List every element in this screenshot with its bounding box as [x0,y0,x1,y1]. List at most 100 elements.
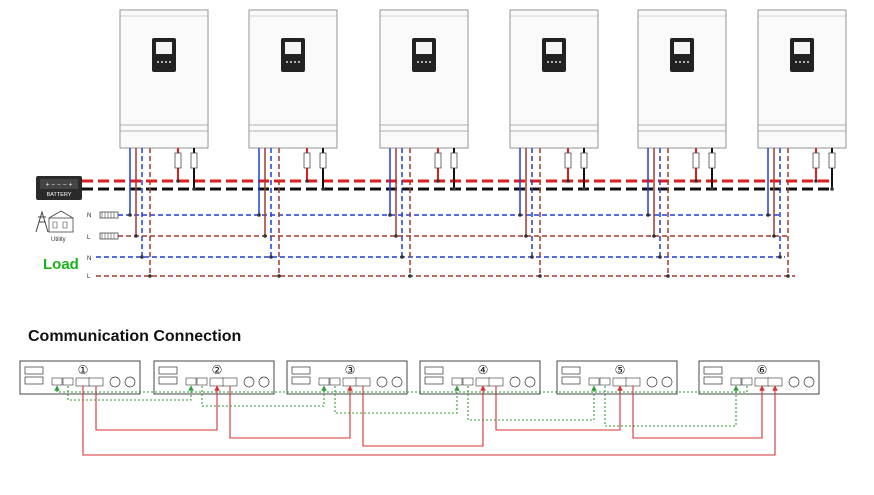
slot [561,366,581,375]
slot [424,376,444,385]
unit-number-label: ④ [478,363,489,377]
inverter-4-wiring [518,148,588,278]
parallel-cable-1-6 [82,385,778,456]
battery-label: BATTERY [47,192,72,198]
junction-dot [658,255,662,259]
inverter-body [637,9,727,149]
inverter-body [757,9,847,149]
parallel-port [355,377,371,387]
knob [524,376,536,388]
parallel-port [209,377,225,387]
junction-dot [786,274,790,278]
knob [376,376,388,388]
inverter-6 [757,9,847,149]
knob [258,376,270,388]
panel-button [294,61,296,63]
sync-port [730,377,742,386]
panel-button [157,61,159,63]
parallel-port [342,377,358,387]
panel-button [551,61,553,63]
comm-unit-4: ④ [419,360,541,395]
comm-unit-5: ⑤ [556,360,678,395]
lcd-screen [156,42,172,54]
svg-text:+ − − − +: + − − − + [45,182,72,188]
sync-port [318,377,330,386]
sync-port [462,377,474,386]
junction-dot [277,274,281,278]
knob [646,376,658,388]
parallel-cable-4-5 [495,385,623,431]
slot [703,376,723,385]
junction-dot [436,179,440,183]
inverter-body [119,9,209,149]
panel-button [559,61,561,63]
parallel-port [475,377,491,387]
unit-number-label: ⑥ [757,363,768,377]
junction-dot [652,234,656,238]
parallel-port [222,377,238,387]
utility-neutral-label: N [87,213,91,219]
fuse [319,152,327,169]
panel-button [803,61,805,63]
panel-button [687,61,689,63]
junction-dot [257,213,261,217]
inverter-units [119,9,847,149]
inverter-2 [248,9,338,149]
slot [291,366,311,375]
sync-port [599,377,611,386]
fuse [174,152,182,169]
fuse [190,152,198,169]
inverter-6-wiring [766,148,836,278]
junction-dot [452,187,456,191]
slot [24,366,44,375]
inverter-1 [119,9,209,149]
junction-dot [176,179,180,183]
inverter-body [379,9,469,149]
fuse [828,152,836,169]
junction-dot [710,187,714,191]
sync-port [741,377,753,386]
knob [509,376,521,388]
source-icons: + − − − + BATTERY Utility N L N L [35,176,119,280]
junction-dot [666,274,670,278]
sync-port [588,377,600,386]
inverter-5-wiring [646,148,716,278]
panel-button [298,61,300,63]
inverter-1-wiring [128,148,198,278]
panel-button [429,61,431,63]
battery-icon: + − − − + BATTERY [36,176,82,200]
panel-button [547,61,549,63]
inverter-body [509,9,599,149]
fuse [450,152,458,169]
junction-dot [538,274,542,278]
load-line-label: L [87,274,91,280]
sync-cable-4-5 [467,385,597,421]
junction-dot [814,179,818,183]
utility-icon: Utility [35,210,74,243]
junction-dot [830,187,834,191]
parallel-port [767,377,783,387]
knob [124,376,136,388]
load-neutral-label: N [87,256,91,262]
inverter-body [248,9,338,149]
junction-dot [524,234,528,238]
junction-dot [582,187,586,191]
knob [391,376,403,388]
parallel-port [625,377,641,387]
slot [703,366,723,375]
panel-button [417,61,419,63]
power-wires [82,148,836,278]
panel-button [421,61,423,63]
parallel-port [612,377,628,387]
junction-dot [140,255,144,259]
parallel-port [754,377,770,387]
sync-port [185,377,197,386]
panel-button [679,61,681,63]
utility-line-label: L [87,235,91,241]
fuse [564,152,572,169]
panel-button [169,61,171,63]
fuse [812,152,820,169]
inverter-3-wiring [388,148,458,278]
